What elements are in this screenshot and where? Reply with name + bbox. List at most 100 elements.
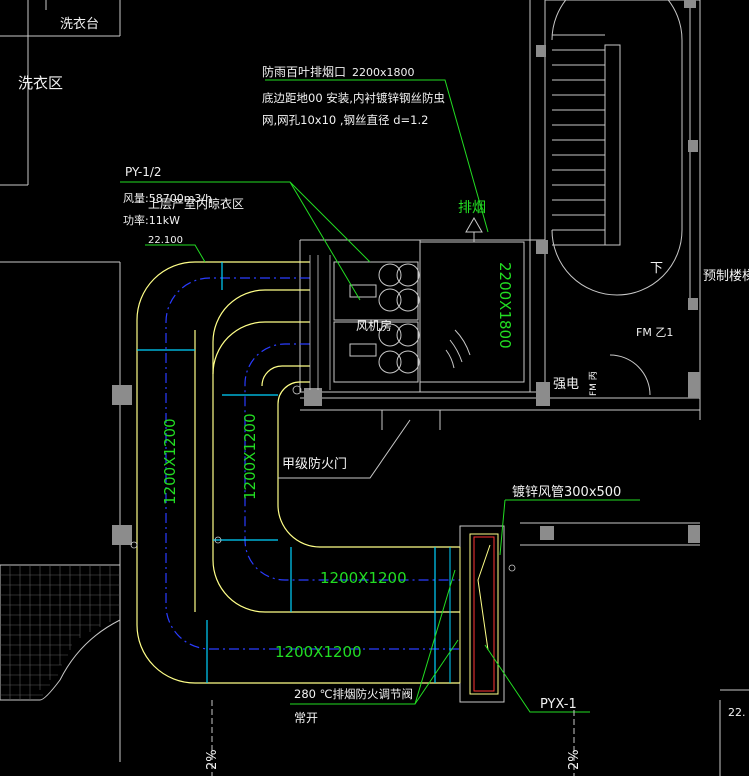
leader-lines <box>120 79 640 713</box>
leader-fan <box>120 181 371 301</box>
louver-note-line1: 底边距地00 安装,内衬镀锌钢丝防虫 <box>262 91 445 105</box>
exhaust-label: 排烟 <box>458 200 486 216</box>
leader-damper <box>290 569 459 705</box>
fan-impeller <box>396 350 420 374</box>
stair-label: 预制楼梯 <box>703 269 749 284</box>
duct-centerlines <box>165 277 460 650</box>
corner-mark-label: 22. <box>728 706 746 719</box>
elevation-label: 22.100 <box>148 235 183 246</box>
fan-room-label: 风机房 <box>356 318 392 333</box>
slope-right-label: 2% <box>567 749 582 770</box>
fan-unit-upper <box>333 261 419 321</box>
fan-airflow-label: 风量:58700m3/h <box>123 192 212 205</box>
right-lower-wall <box>520 522 700 546</box>
stair-down-label: 下 <box>650 261 663 276</box>
fan-impeller <box>396 288 420 312</box>
hanger-point <box>508 564 516 572</box>
left-wall-grid <box>0 261 121 762</box>
fan-room-equipment <box>333 216 525 383</box>
column <box>536 240 548 254</box>
leader-louver <box>265 79 489 233</box>
damper-blade <box>477 544 491 651</box>
fan-impeller <box>378 288 402 312</box>
fan-door-swing <box>609 354 651 396</box>
column <box>688 372 700 398</box>
hatch-outline <box>0 564 121 701</box>
fire-door-leafs <box>381 410 441 430</box>
fan-impeller <box>396 263 420 287</box>
fan-impeller <box>378 323 402 347</box>
fan-motor <box>349 284 377 298</box>
louver-size: 2200x1800 <box>352 66 415 79</box>
right-bottom-wall <box>719 689 749 776</box>
leader-firedoor <box>278 419 411 479</box>
air-flow-arcs <box>445 329 471 369</box>
exhaust-arrow <box>465 216 483 242</box>
louver-title: 防雨百叶排烟口 <box>262 64 346 79</box>
fan-overlap-label: 上层产室内晾衣区 <box>148 196 244 211</box>
centerline-outer <box>165 277 460 650</box>
hanger-point <box>214 536 222 544</box>
fan-impeller <box>396 323 420 347</box>
leader-elevation <box>145 244 206 263</box>
duct-inner-small-bend <box>261 365 310 387</box>
fan-impeller <box>378 263 402 287</box>
damper-assembly <box>449 525 505 703</box>
shaft-size-label: 2200X1800 <box>496 262 514 349</box>
column <box>684 0 696 8</box>
damper-body <box>469 533 499 695</box>
fire-door-fm-label: FM 乙1 <box>636 326 673 339</box>
duct-dim-h-upper: 1200X1200 <box>320 569 407 587</box>
galv-duct-label: 镀锌风管300x500 <box>512 484 621 500</box>
corridor-walls <box>300 397 700 411</box>
damper-red-box <box>473 536 495 692</box>
hatch-pattern <box>0 565 120 700</box>
normally-open-label: 常开 <box>294 711 318 725</box>
slope-lines <box>211 700 575 776</box>
damper-label: 280 ℃排烟防火调节阀 <box>294 687 413 701</box>
duct-outer-edge <box>136 261 460 684</box>
strong-elec-label: 强电 <box>553 377 579 392</box>
column <box>112 525 132 545</box>
column <box>688 140 698 152</box>
louver-note-line2: 网,网孔10x10 ,钢丝直径 d=1.2 <box>262 113 428 127</box>
fan-power-label: 功率:11kW <box>123 213 180 227</box>
duct-inner-line-a <box>212 289 460 613</box>
stair-handrail <box>604 44 621 246</box>
stair-landing-arc <box>551 0 683 296</box>
column <box>688 525 700 543</box>
duct-outer-line-b <box>277 381 460 548</box>
fm-c-label: FM 丙 <box>588 371 599 396</box>
duct-dim-v-outer: 1200X1200 <box>161 418 179 505</box>
leader-pyx <box>484 644 590 713</box>
column <box>540 526 554 540</box>
duct-section-lines <box>137 262 436 683</box>
duct-inner-line-b <box>212 321 310 375</box>
fan-motor <box>349 343 377 357</box>
stair-treads <box>552 34 605 246</box>
column <box>688 298 698 310</box>
centerline-inner <box>244 343 460 581</box>
laundry-partition-wall <box>0 0 121 186</box>
column <box>304 388 322 406</box>
fan-impeller <box>378 350 402 374</box>
duct-dim-h-lower: 1200X1200 <box>275 643 362 661</box>
column <box>536 45 546 57</box>
fire-door-a-label: 甲级防火门 <box>282 456 347 472</box>
duct-outer-line <box>136 261 460 684</box>
text-layer: 洗衣台 洗衣区 防雨百叶排烟口 2200x1800 底边距地00 安装,内衬镀锌… <box>18 16 749 770</box>
slope-left-label: 2% <box>205 749 220 770</box>
leader-galv-duct <box>499 499 640 556</box>
hanger-point <box>130 541 138 549</box>
structural-columns <box>112 0 700 545</box>
damper-frame <box>459 525 505 703</box>
duct-flange-marks <box>130 255 516 572</box>
leader-firedoor-line <box>278 419 411 479</box>
fan-code-label: PY-1/2 <box>125 165 162 179</box>
pyx-label: PYX-1 <box>540 697 577 712</box>
column <box>536 382 550 406</box>
column <box>112 385 132 405</box>
hanger-point <box>292 385 302 395</box>
exhaust-shaft <box>419 241 525 383</box>
